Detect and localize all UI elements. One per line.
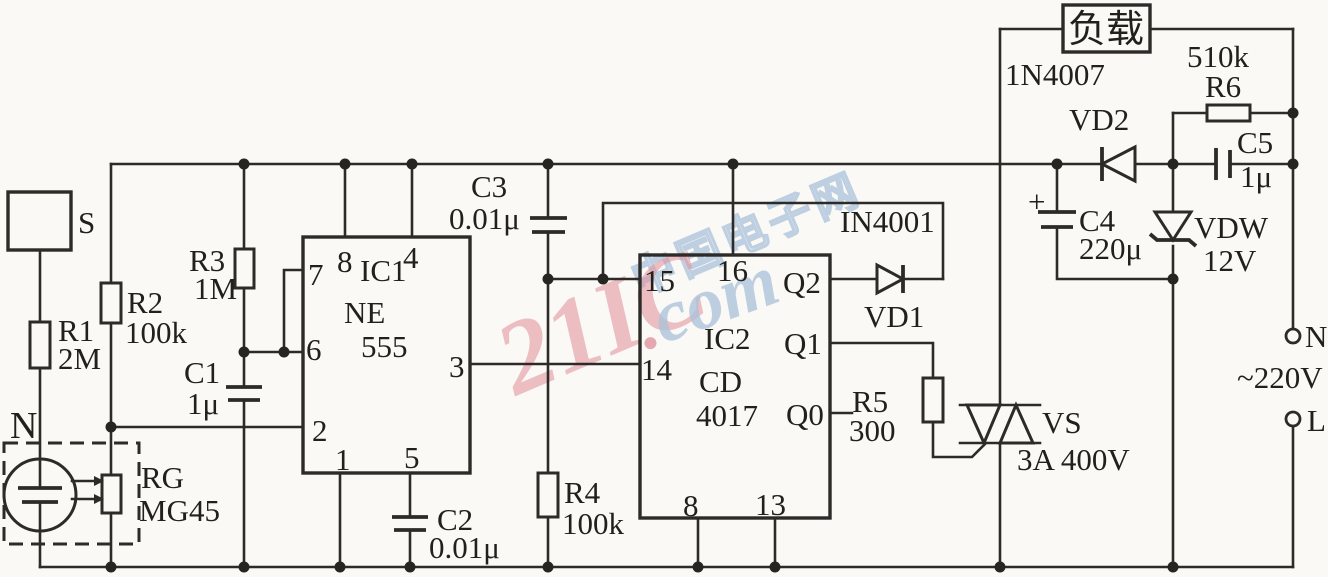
- capacitor-c1-symbol: [226, 385, 262, 402]
- resistor-rg-symbol: [70, 473, 123, 515]
- ic1-pin8: 8: [337, 244, 353, 279]
- r1-value: 2M: [58, 341, 101, 376]
- resistor-r6-symbol: [1205, 103, 1252, 123]
- ic1-pin3: 3: [449, 349, 465, 384]
- ic1-pin6: 6: [306, 332, 322, 367]
- capacitor-c2-symbol: [392, 515, 428, 532]
- vd1-label: VD1: [864, 299, 924, 334]
- load-box: [1061, 3, 1152, 54]
- resistor-r1-symbol: [28, 320, 52, 370]
- r6-label: R6: [1205, 69, 1241, 104]
- ic1-pin4: 4: [403, 240, 419, 275]
- sensor-box-symbol: [6, 190, 73, 252]
- c5-value: 1μ: [1240, 159, 1272, 194]
- ic2-pin14: 14: [641, 352, 673, 387]
- ic2-pinq0: Q0: [786, 397, 824, 432]
- ic1-name: IC1: [360, 253, 407, 288]
- diode-vd1-symbol: [875, 262, 907, 296]
- mains-l-label: L: [1307, 403, 1326, 438]
- r3-label: R3: [189, 243, 225, 278]
- capacitor-c4-symbol: [1038, 210, 1076, 229]
- ic2-pinq1: Q1: [784, 326, 822, 361]
- ic2-pin13: 13: [755, 487, 786, 522]
- diode-vd2-symbol: [1098, 144, 1137, 184]
- ic2-pin16: 16: [717, 253, 748, 288]
- ic2-part2: 4017: [696, 398, 758, 433]
- sensor-n-label: N: [10, 405, 37, 447]
- ic2-box: [638, 253, 832, 520]
- r5-label: R5: [852, 384, 888, 419]
- mains-terminal-n: [1284, 327, 1302, 345]
- ic1-pin7: 7: [308, 257, 324, 292]
- ic2-pin8: 8: [683, 488, 699, 523]
- vd2-label: VD2: [1069, 102, 1129, 137]
- sensor-s-label: S: [78, 205, 95, 240]
- vs-label: VS: [1042, 405, 1082, 440]
- c2-label: C2: [437, 502, 473, 537]
- ic1-part2: 555: [361, 329, 408, 364]
- circuit-wires: [38, 27, 1295, 569]
- r3-value: 1M: [194, 271, 237, 306]
- ic2-name: IC2: [704, 321, 751, 356]
- zener-vdw-symbol: [1148, 210, 1198, 248]
- c1-value: 1μ: [187, 386, 219, 421]
- vdw-label: VDW: [1194, 210, 1269, 245]
- load-label: 负载: [1068, 9, 1144, 51]
- c4-value: 220μ: [1079, 231, 1142, 266]
- ic2-pin15: 15: [644, 263, 675, 298]
- c2-value: 0.01μ: [429, 530, 500, 565]
- ic1-pin2: 2: [312, 413, 328, 448]
- vd2-part: 1N4007: [1005, 57, 1105, 92]
- labels: S R1 2M R2 100k R3 1M C1 1μ N RG MG45 IC…: [10, 9, 1327, 565]
- ic1-pin1: 1: [335, 442, 351, 477]
- junction-dots: [105, 107, 1299, 573]
- r2-label: R2: [127, 285, 163, 320]
- rg-label: RG: [141, 460, 184, 495]
- r4-value: 100k: [562, 506, 625, 541]
- vd1-part: IN4001: [840, 204, 935, 239]
- r5-value: 300: [849, 413, 896, 448]
- mains-terminal-l: [1284, 410, 1302, 428]
- triac-vs-symbol: [964, 401, 1036, 447]
- mains-n-label: N: [1305, 319, 1327, 354]
- mains-voltage-label: ~220V: [1237, 360, 1323, 395]
- resistor-r4-symbol: [536, 471, 560, 519]
- vdw-value: 12V: [1203, 243, 1257, 278]
- c5-label: C5: [1237, 125, 1273, 160]
- c4-polarity: +: [1028, 184, 1045, 219]
- vs-rating: 3A 400V: [1017, 442, 1130, 477]
- resistor-r5-symbol: [921, 376, 945, 424]
- c1-label: C1: [184, 355, 220, 390]
- gas-sensor-dashed-box: [2, 441, 141, 546]
- c4-label: C4: [1079, 203, 1116, 238]
- resistor-r3-symbol: [233, 247, 256, 290]
- resistor-r2-symbol: [99, 281, 123, 325]
- ic1-part1: NE: [344, 295, 385, 330]
- ic1-pin5: 5: [404, 440, 420, 475]
- capacitor-c5-symbol: [1214, 148, 1232, 180]
- c3-label: C3: [471, 169, 507, 204]
- r2-value: 100k: [125, 315, 188, 350]
- rg-model: MG45: [139, 493, 220, 528]
- r4-label: R4: [564, 475, 601, 510]
- ic2-part1: CD: [699, 364, 742, 399]
- ic2-pinq2: Q2: [783, 265, 821, 300]
- r6-value: 510k: [1187, 39, 1250, 74]
- r1-label: R1: [58, 313, 94, 348]
- c3-value: 0.01μ: [449, 201, 520, 236]
- ic1-box: [301, 235, 472, 475]
- capacitor-c3-symbol: [530, 216, 567, 234]
